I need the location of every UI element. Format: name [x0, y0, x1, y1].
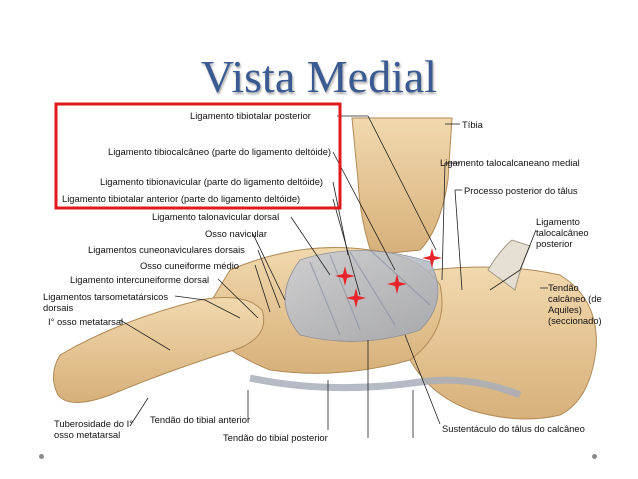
label-lig-talocalcaneano-medial: Ligamento talocalcaneano medial — [440, 157, 580, 168]
highlight-box — [54, 102, 342, 210]
label-tendao-tibial-posterior: Tendão do tibial posterior — [223, 432, 328, 443]
label-lig-tarsometatarsicos-dorsais: Ligamentos tarsometatársicos dorsais — [43, 291, 169, 313]
label-tuberosidade: Tuberosidade do I° osso metatarsal — [54, 418, 133, 440]
label-lig-cuneonaviculares-dorsais: Ligamentos cuneonaviculares dorsais — [88, 244, 245, 255]
slide-title: Vista Medial — [200, 51, 438, 102]
label-lig-tibiocalcaneo: Ligamento tibiocalcâneo (parte do ligame… — [108, 146, 332, 157]
label-lig-intercuneiforme-dorsal: Ligamento intercuneiforme dorsal — [70, 274, 210, 285]
star-marker — [422, 248, 442, 268]
first-metatarsal-bone — [53, 297, 265, 403]
plantar-tendon — [249, 374, 522, 399]
label-tibia: Tíbia — [462, 119, 483, 130]
label-osso-navicular: Osso navicular — [205, 228, 268, 239]
label-lig-tibiotalar-posterior: Ligamento tibiotalar posterior — [190, 110, 311, 121]
label-osso-cuneiforme-medio: Osso cuneiforme médio — [140, 260, 240, 271]
label-sustentaculo: Sustentáculo do tâlus do calcâneo — [442, 423, 585, 434]
label-lig-talonavicular-dorsal: Ligamento talonavicular dorsal — [152, 211, 280, 222]
star-marker — [387, 274, 407, 294]
label-lig-tibionavicular: Ligamento tibionavicular (parte do ligam… — [100, 176, 324, 187]
label-tendao-tibial-anterior: Tendão do tibial anterior — [150, 414, 251, 425]
label-tendao-calcaneo: Tendão calcâneo (de Aquiles) (seccionado… — [548, 282, 602, 326]
tibia-bone — [351, 117, 453, 256]
marker-stars — [335, 248, 442, 308]
slide-corner-dot — [39, 454, 44, 459]
label-primeiro-osso-metatarsal: I° osso metatarsal — [48, 316, 124, 327]
star-marker — [335, 266, 355, 286]
slide-corner-dot — [592, 454, 597, 459]
label-processo-posterior-talus: Processo posterior do tâlus — [464, 185, 578, 196]
star-marker — [346, 288, 366, 308]
label-lig-talocalcaneo-posterior: Ligamento talocalcâneo posterior — [536, 216, 589, 249]
ligaments — [284, 250, 439, 342]
label-lig-tibiotalar-anterior: Ligamento tibiotalar anterior (parte do … — [62, 193, 301, 204]
